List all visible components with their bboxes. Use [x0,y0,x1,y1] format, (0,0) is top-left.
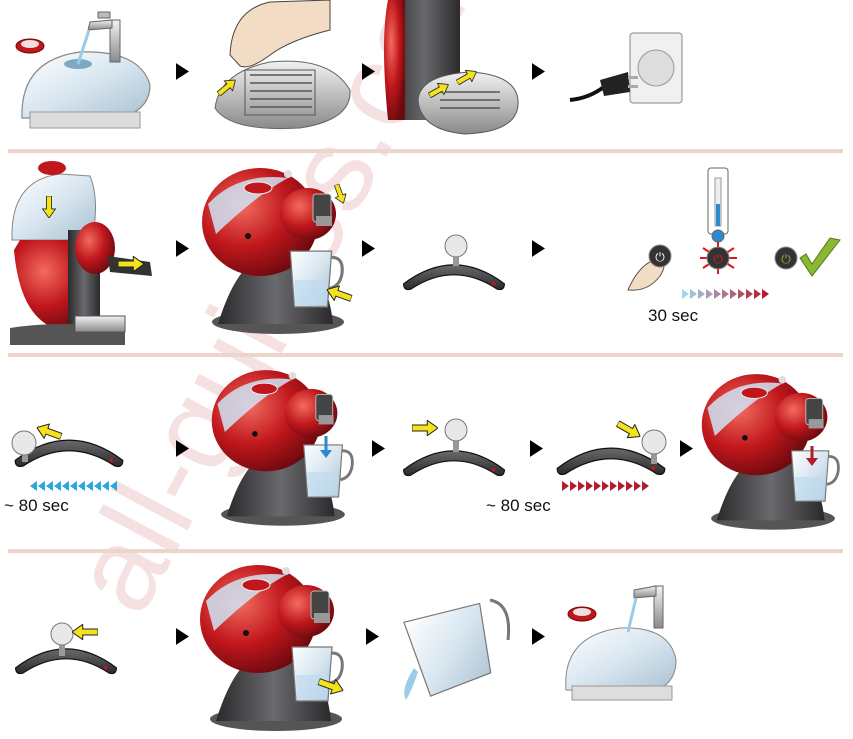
capsule-icon [568,607,596,621]
progress-triangle [46,481,53,491]
capsule-icon [38,161,66,175]
step-arrow-icon [530,440,543,457]
progress-triangle [722,289,729,299]
step-fill-water-tank [16,12,150,128]
progress-triangle [634,481,641,491]
power-button-icon: ⏻ [649,245,671,267]
jug-icon [404,603,499,698]
progress-triangle [594,481,601,491]
step-arrow-icon [176,240,189,257]
step-arrow-icon [680,440,693,457]
thermometer-icon [708,168,728,242]
step-arrow-icon [366,628,379,645]
power-button-icon: ⏻ [775,247,797,269]
progress-triangle [738,289,745,299]
step-descale-cycle-1 [212,370,353,526]
progress-triangle [78,481,85,491]
step-fill-tank-with-descaler [10,161,152,345]
lever-center-position [404,419,505,476]
step-empty-jug [404,600,509,700]
step-arrow-icon [532,63,545,80]
progress-triangle [690,289,697,299]
progress-triangle [610,481,617,491]
progress-triangle [562,481,569,491]
progress-triangle [62,481,69,491]
step-rinse-tank [566,586,676,700]
progress-triangle [642,481,649,491]
step-remove-jug [200,565,346,731]
step-insert-drip-grid [384,0,518,134]
lever-right-position [557,417,666,491]
progress-triangle [586,481,593,491]
power-button-icon: ⏻ [700,242,737,274]
timer-label-80-a: ~ 80 sec [4,496,94,516]
step-arrow-icon [372,440,385,457]
progress-triangle [30,481,37,491]
lever-icon-neutral [404,235,505,290]
progress-triangle [746,289,753,299]
progress-triangle [762,289,769,299]
progress-triangle [38,481,45,491]
step-arrow-icon [176,628,189,645]
progress-triangle [70,481,77,491]
progress-triangle [570,481,577,491]
progress-triangle [618,481,625,491]
timer-label-30: 30 sec [648,306,738,326]
svg-text:⏻: ⏻ [781,252,791,266]
capsule-icon [16,39,44,53]
progress-triangle [698,289,705,299]
progress-triangle [54,481,61,491]
progress-triangle [682,289,689,299]
progress-triangle [714,289,721,299]
water-tap-icon [628,586,663,632]
step-descale-cycle-2 [702,374,839,530]
check-icon [800,238,840,276]
progress-triangles [562,481,649,491]
progress-triangle [754,289,761,299]
progress-triangles [682,289,769,299]
step-arrow-icon [532,628,545,645]
progress-triangle [730,289,737,299]
progress-triangle [626,481,633,491]
step-arrow-icon [176,63,189,80]
svg-text:⏻: ⏻ [713,252,723,266]
step-heat-up: ⏻ ⏻ ⏻ [628,168,840,299]
timer-label-80-b: ~ 80 sec [486,496,576,516]
lever-center-return [16,623,117,674]
progress-triangle [602,481,609,491]
svg-text:⏻: ⏻ [655,250,665,264]
step-arrow-icon [532,240,545,257]
progress-triangle [578,481,585,491]
progress-triangle [706,289,713,299]
power-plug-icon [570,33,682,103]
